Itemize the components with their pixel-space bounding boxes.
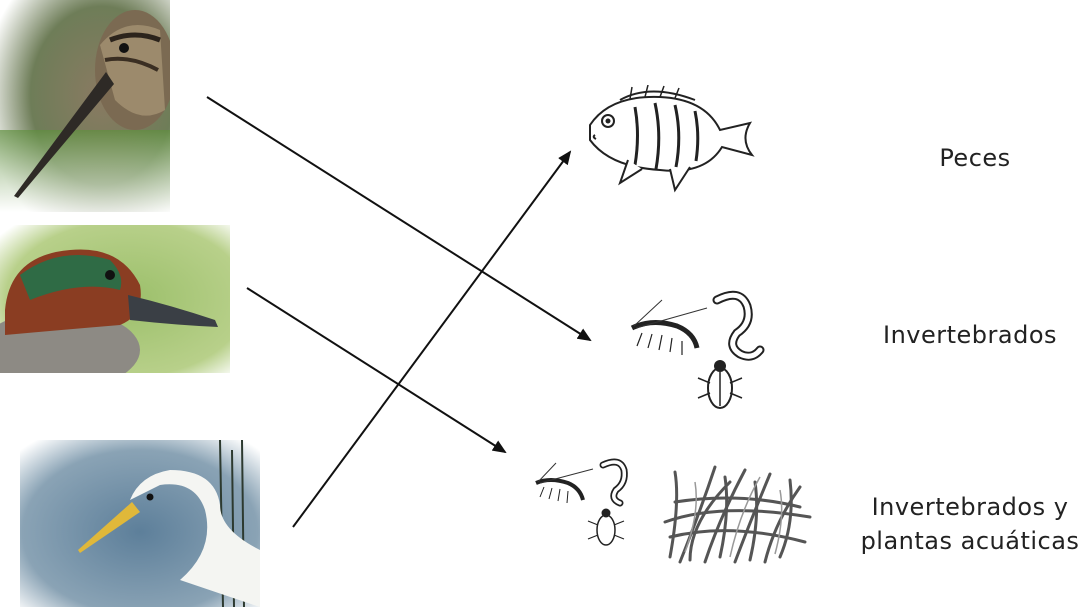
arrow-egret-to-fish: [293, 152, 570, 527]
label-fish-text: Peces: [939, 144, 1010, 172]
label-invertebrates-plants-line2: plantas acuáticas: [850, 524, 1090, 558]
label-invertebrates-plants: Invertebrados y plantas acuáticas: [850, 490, 1090, 558]
label-fish: Peces: [915, 141, 1035, 175]
arrow-snipe-to-invertebrates: [207, 97, 590, 340]
label-invertebrates: Invertebrados: [860, 318, 1080, 352]
arrow-teal-to-invertebrates-plants: [247, 288, 505, 452]
label-invertebrates-plants-line1: Invertebrados y: [850, 490, 1090, 524]
label-invertebrates-text: Invertebrados: [883, 321, 1057, 349]
